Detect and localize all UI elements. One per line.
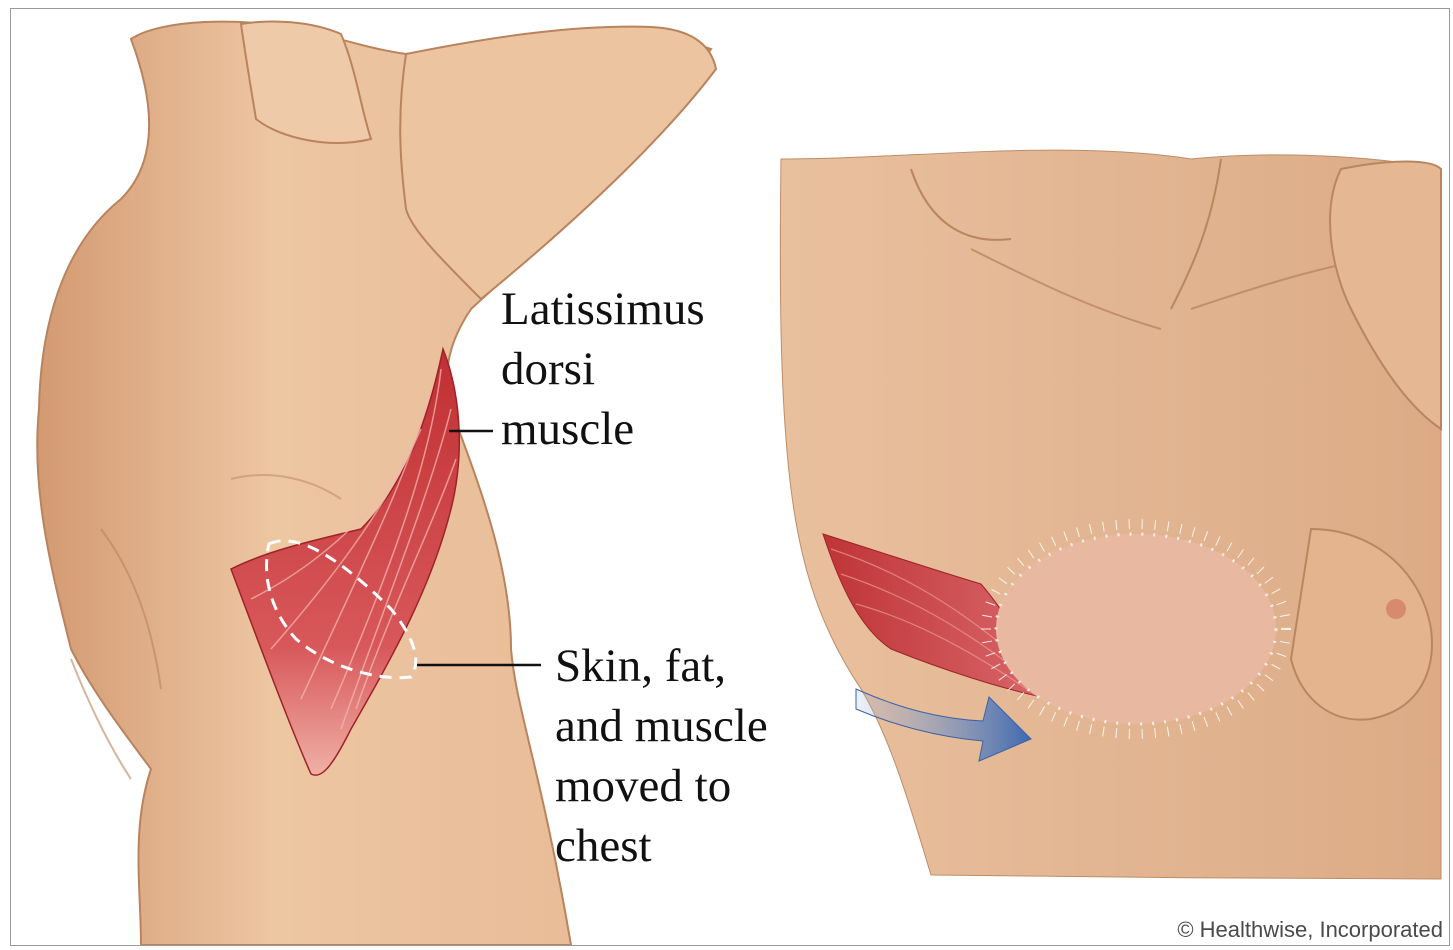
skin-patch xyxy=(996,534,1276,724)
flap-label-line-2: and muscle xyxy=(555,696,768,756)
copyright-credit: © Healthwise, Incorporated xyxy=(1177,917,1443,943)
latissimus-label-line-3: muscle xyxy=(501,399,705,459)
latissimus-label-line-1: Latissimus xyxy=(501,279,705,339)
flap-label-line-4: chest xyxy=(555,816,768,876)
raised-arm xyxy=(400,27,716,299)
flap-label-line-3: moved to xyxy=(555,756,768,816)
latissimus-label: Latissimus dorsi muscle xyxy=(501,279,705,459)
flap-label: Skin, fat, and muscle moved to chest xyxy=(555,636,768,876)
chest-view-figure xyxy=(780,150,1441,879)
latissimus-label-line-2: dorsi xyxy=(501,339,705,399)
illustration-frame: Latissimus dorsi muscle Skin, fat, and m… xyxy=(10,8,1450,946)
nipple xyxy=(1386,599,1406,619)
flap-label-line-1: Skin, fat, xyxy=(555,636,768,696)
